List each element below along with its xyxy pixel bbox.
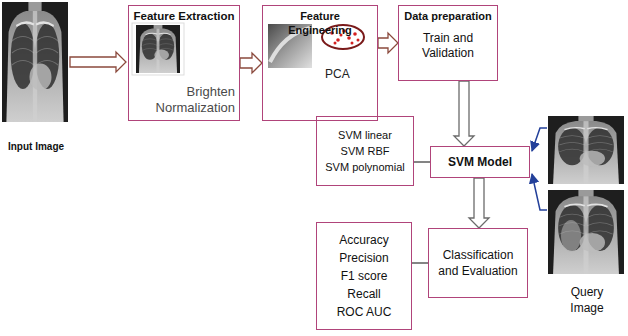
process-box: Feature ExtractionBrighten Normalization	[128, 5, 240, 121]
connector-line	[414, 161, 430, 162]
box-text: SVM polynomial	[321, 159, 409, 175]
kernel-list-box: SVM linearSVM RBFSVM polynomial	[316, 116, 414, 186]
input-xray	[2, 2, 68, 122]
box-text: Accuracy	[321, 231, 407, 249]
box-text: Train and Validation	[403, 31, 493, 61]
box-text: Precision	[321, 249, 407, 267]
box-text: PCA	[325, 67, 373, 81]
box-title: Feature Engineering	[267, 9, 373, 37]
box-text: F1 score	[321, 267, 407, 285]
lung-opacity	[561, 220, 581, 252]
box-text: SVM RBF	[321, 143, 409, 159]
box-text: ROC AUC	[321, 303, 407, 321]
label-holder: Input Image	[0, 140, 72, 153]
label-holder: Query Image	[556, 284, 618, 316]
image-caption: Query Image	[556, 284, 618, 316]
process-box: Feature EngineeringPCA	[262, 5, 378, 121]
connector-line	[412, 262, 428, 263]
model-box: SVM Model	[430, 146, 530, 178]
metrics-box: AccuracyPrecisionF1 scoreRecallROC AUC	[316, 222, 412, 330]
process-box: Data preparationTrain and Validation	[398, 5, 498, 81]
query-xray	[548, 116, 624, 184]
box-text: Brighten Normalization	[143, 84, 235, 116]
box-text: SVM Model	[435, 155, 525, 170]
query-arrow	[532, 174, 547, 210]
flow-arrow	[454, 81, 474, 146]
box-title: Feature Extraction	[133, 9, 235, 23]
image-caption: Input Image	[0, 140, 72, 153]
thumbnail-frame	[132, 23, 184, 75]
input-arrow	[70, 52, 126, 72]
box-text: Recall	[321, 285, 407, 303]
extraction-thumbnail	[136, 25, 180, 73]
flow-arrow	[240, 53, 262, 73]
process-box: Classification and Evaluation	[428, 228, 528, 298]
box-text: Classification and Evaluation	[435, 247, 521, 279]
box-title: Data preparation	[403, 9, 493, 23]
flow-arrow	[469, 178, 489, 228]
query-arrow	[532, 128, 547, 151]
box-text: SVM linear	[321, 127, 409, 143]
flow-arrow	[378, 33, 398, 53]
query-xray	[548, 190, 624, 274]
